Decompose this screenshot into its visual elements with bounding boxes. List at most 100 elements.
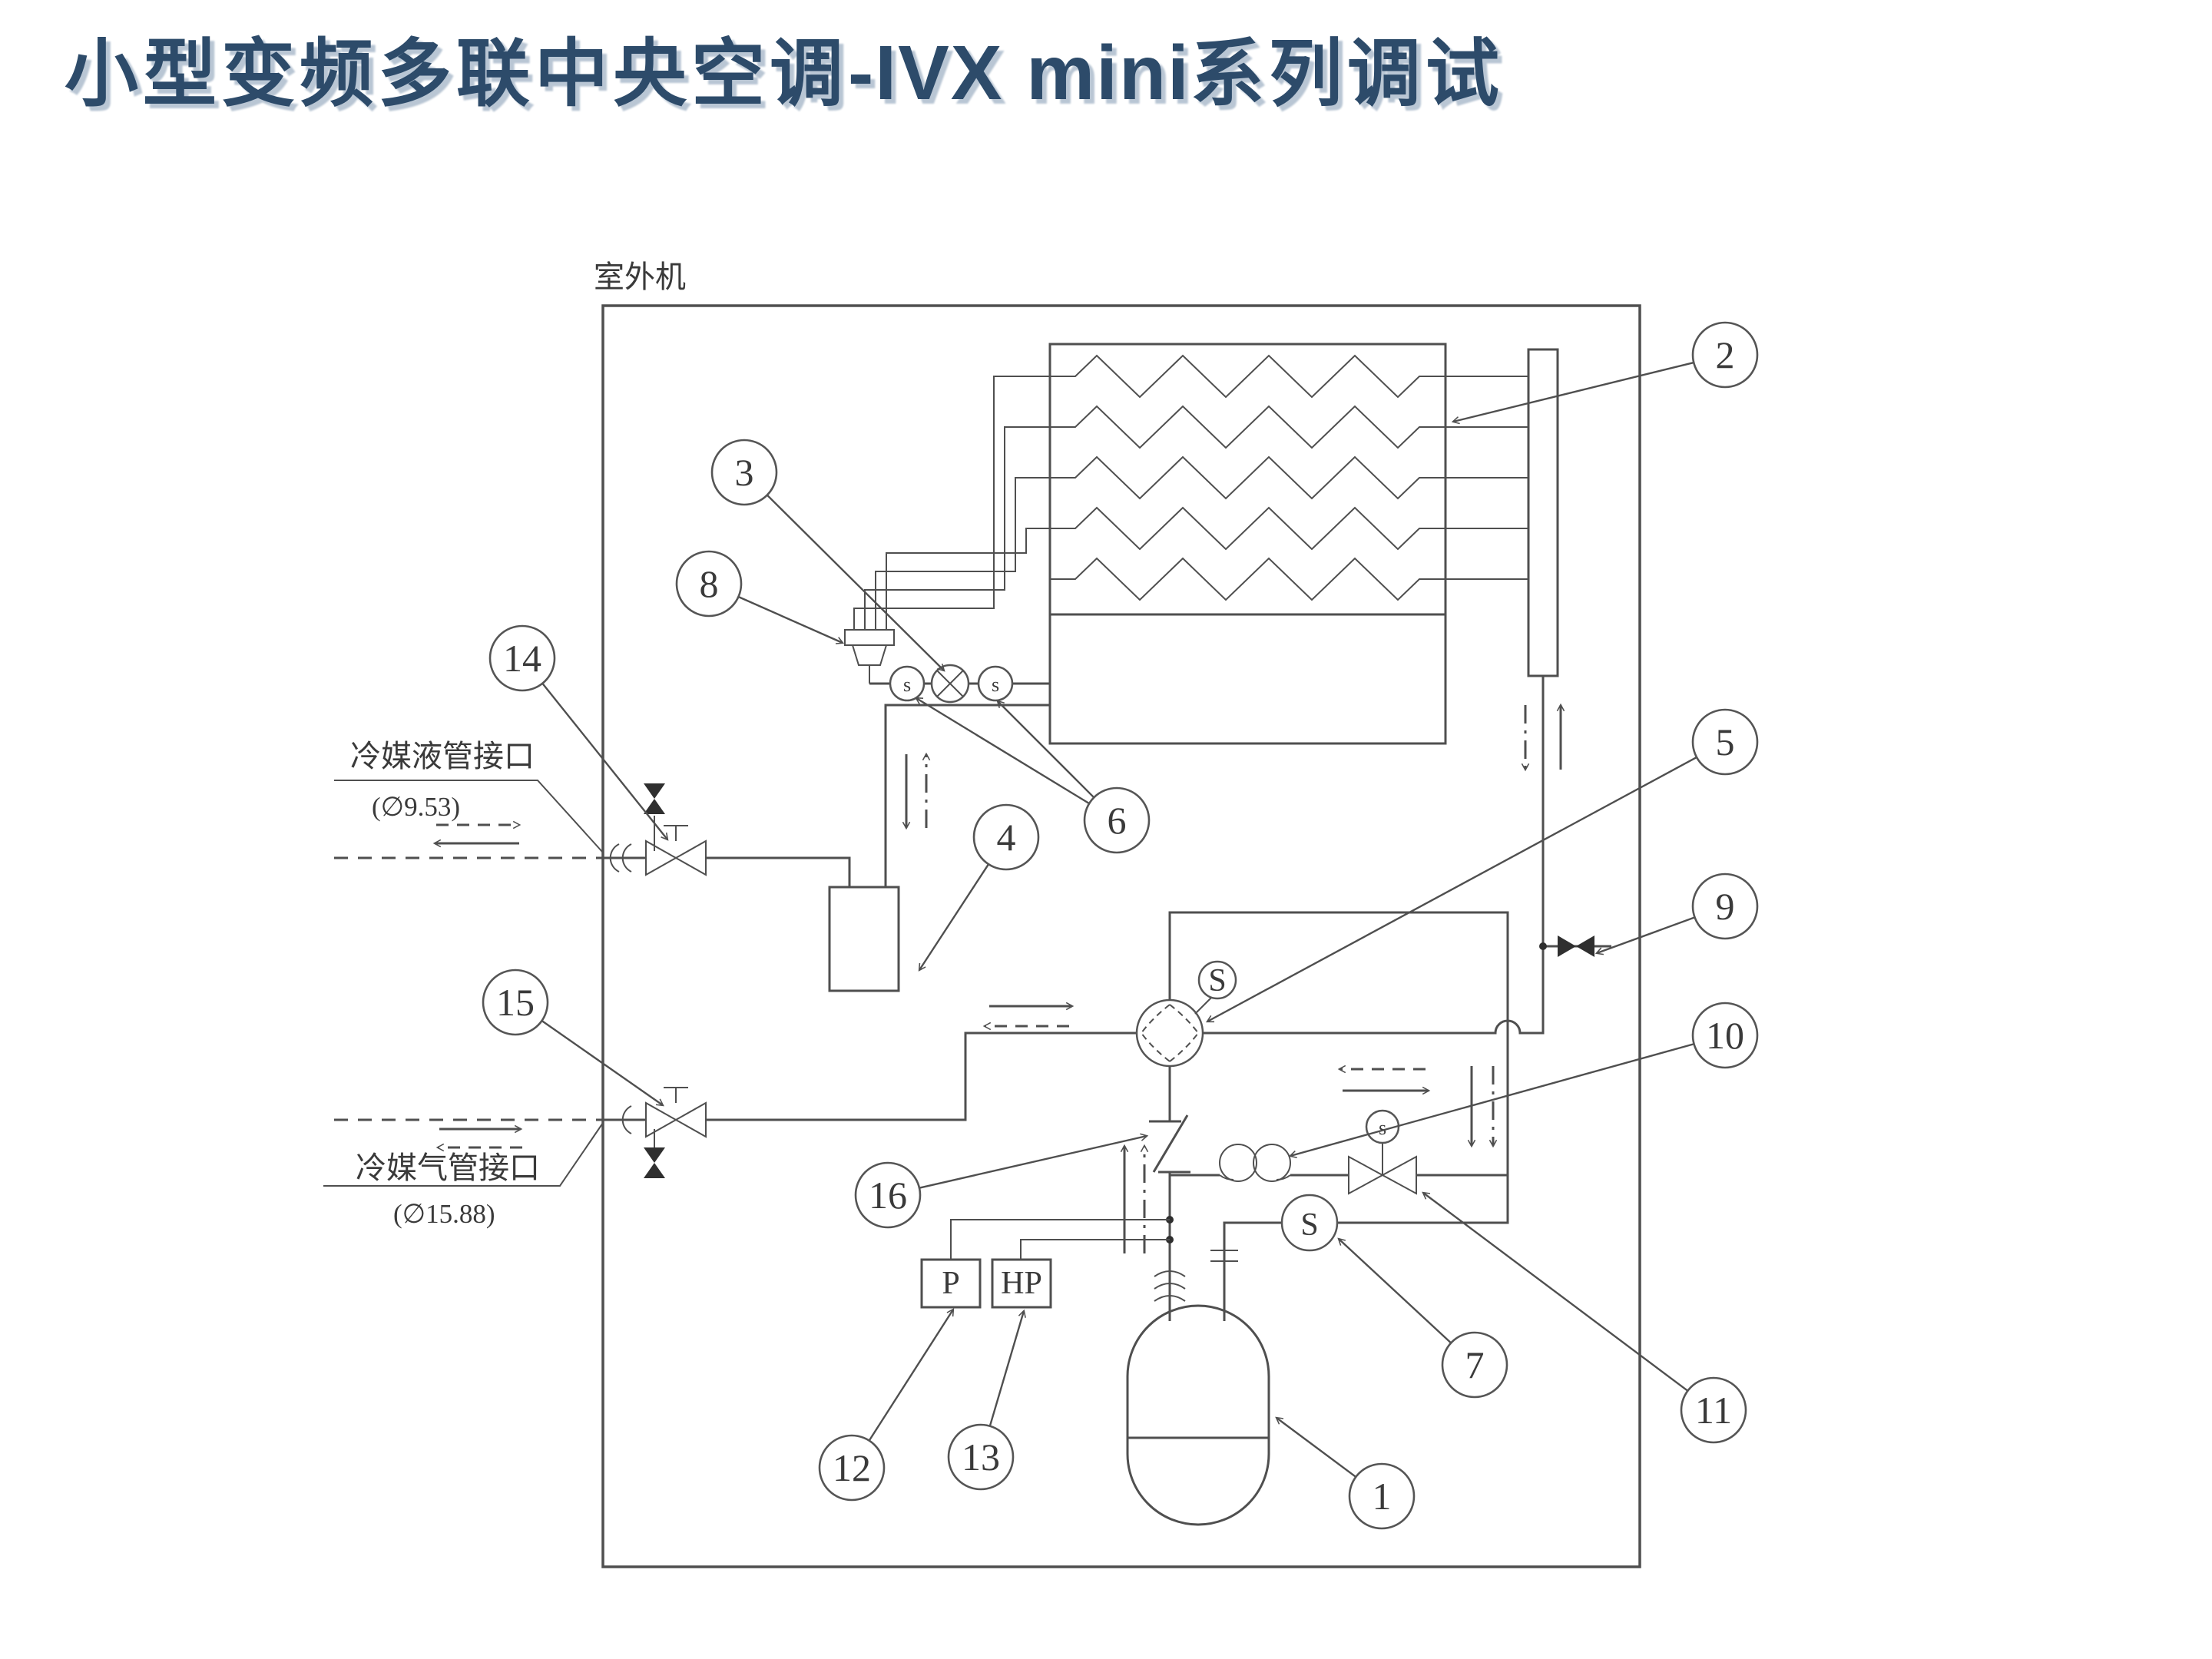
liquid-port-name: 冷媒液管接口 [350, 739, 535, 773]
liquid-port-label: 冷媒液管接口 (∅9.53) [334, 739, 604, 853]
callout-16: 16 [854, 1133, 1149, 1229]
callout-10: 10 [1288, 1002, 1759, 1159]
solenoid-sensor-label: s [1379, 1117, 1386, 1139]
valve-sensor-label: S [1208, 963, 1226, 998]
hp-switch-label: HP [1001, 1266, 1042, 1301]
callout-1: 1 [1275, 1416, 1416, 1530]
callout-circle [1441, 1331, 1508, 1399]
discharge-flex-joint-icon [1154, 1270, 1186, 1302]
callout-number: 2 [1716, 333, 1735, 376]
receiver-to-subcool-pipe [884, 704, 1050, 887]
callout-number: 8 [700, 562, 719, 605]
callout-2: 2 [1451, 321, 1759, 425]
gas-port-label: 冷媒气管接口 (∅15.88) [323, 1122, 604, 1229]
callout-11: 11 [1422, 1191, 1747, 1444]
callout-leader [1337, 1237, 1452, 1344]
callout-leader [988, 1309, 1026, 1427]
callout-number: 12 [833, 1446, 871, 1489]
liquid-port-size: (∅9.53) [372, 792, 460, 822]
callout-number: 13 [962, 1435, 1000, 1479]
muffler-loops-icon [1219, 1144, 1291, 1182]
title-latin: -IVX mini [848, 30, 1190, 116]
callout-number: 11 [1695, 1389, 1732, 1432]
callout-leader [919, 1133, 1149, 1189]
callout-leader [1205, 756, 1697, 1023]
capillary-tubes [853, 376, 1050, 630]
callout-number: 6 [1108, 799, 1127, 842]
gas-line-inside [706, 1031, 1137, 1121]
callout-14: 14 [488, 624, 669, 841]
suction-line [1168, 911, 1509, 1321]
distributor-body [851, 644, 888, 666]
callout-3: 3 [710, 439, 945, 672]
check-valve-icon [1149, 1114, 1190, 1174]
suction-sensor-label: S [1300, 1207, 1318, 1243]
electronic-expansion-valve-icon [930, 664, 970, 704]
pressure-sensor-wire [950, 1219, 1170, 1260]
callout-number: 5 [1716, 720, 1735, 763]
callout-leader [1451, 361, 1694, 425]
callout-leader [918, 863, 990, 972]
liquid-stop-valve [334, 783, 707, 876]
callout-circle [947, 1423, 1015, 1491]
title-cjk-prefix: 小型变频多联中央空调 [65, 33, 848, 115]
check-joint [1539, 935, 1611, 957]
compressor [1126, 1270, 1270, 1526]
distributor [844, 376, 1050, 684]
service-port-icon [644, 1129, 665, 1178]
callout-number: 10 [1706, 1014, 1744, 1057]
gas-port-size: (∅15.88) [393, 1199, 495, 1229]
callout-circle [818, 1434, 886, 1502]
coil-header-stubs [1445, 376, 1528, 580]
callout-circle [1691, 873, 1759, 940]
callout-13: 13 [947, 1309, 1026, 1491]
callout-leader [868, 1308, 955, 1442]
callout-8: 8 [675, 550, 845, 644]
liquid-line-inside [706, 856, 851, 887]
callout-leader [766, 494, 945, 672]
pressure-sensor-label: P [942, 1266, 959, 1301]
page-title: 小型变频多联中央空调-IVX mini系列调试 [65, 14, 1504, 121]
label-leader [334, 780, 604, 853]
solenoid-valve-icon: s [1348, 1109, 1417, 1195]
callout-leader [737, 595, 845, 644]
callout-number: 4 [997, 816, 1016, 859]
callout-leader [1275, 1416, 1357, 1478]
callout-15: 15 [482, 969, 664, 1107]
callout-number: 14 [503, 637, 541, 680]
callout-leader [541, 1020, 664, 1107]
callout-leader [541, 683, 669, 841]
title-cjk-suffix: 系列调试 [1190, 33, 1504, 115]
label-leader [323, 1122, 604, 1187]
callout-circle [1691, 321, 1759, 389]
coil-zigzag-rows [1050, 354, 1445, 601]
callout-circle [710, 439, 778, 506]
suction-flex-joint-icon [1210, 1250, 1238, 1262]
pressure-sensors: P HP [920, 1219, 1170, 1309]
callout-number: 9 [1716, 885, 1735, 928]
callout-7: 7 [1337, 1237, 1508, 1399]
callout-6: 6 [915, 697, 1151, 854]
four-way-valve-body [1135, 998, 1204, 1068]
callout-circle [488, 624, 556, 692]
callout-circle [1083, 786, 1151, 854]
callout-number: 7 [1465, 1343, 1485, 1386]
callout-circle [972, 803, 1040, 871]
callout-circle [854, 1161, 922, 1229]
heat-exchanger-coil-box [1048, 343, 1447, 616]
distributor-cap [844, 629, 895, 646]
receiver [706, 704, 1050, 992]
heat-exchanger-subcool-box [1048, 613, 1447, 745]
callout-number: 3 [735, 451, 754, 494]
valve-stem [664, 825, 688, 841]
valve-stem [664, 1087, 688, 1103]
heat-exchanger-header [1527, 348, 1559, 677]
suction-sensor-icon [1280, 1194, 1339, 1252]
hp-switch-box [991, 1258, 1052, 1309]
outdoor-unit-label: 室外机 [594, 260, 686, 294]
callout-circle [1691, 708, 1759, 776]
callout-number: 1 [1373, 1475, 1392, 1518]
receiver-box [828, 886, 900, 992]
callout-leader [1422, 1191, 1689, 1392]
